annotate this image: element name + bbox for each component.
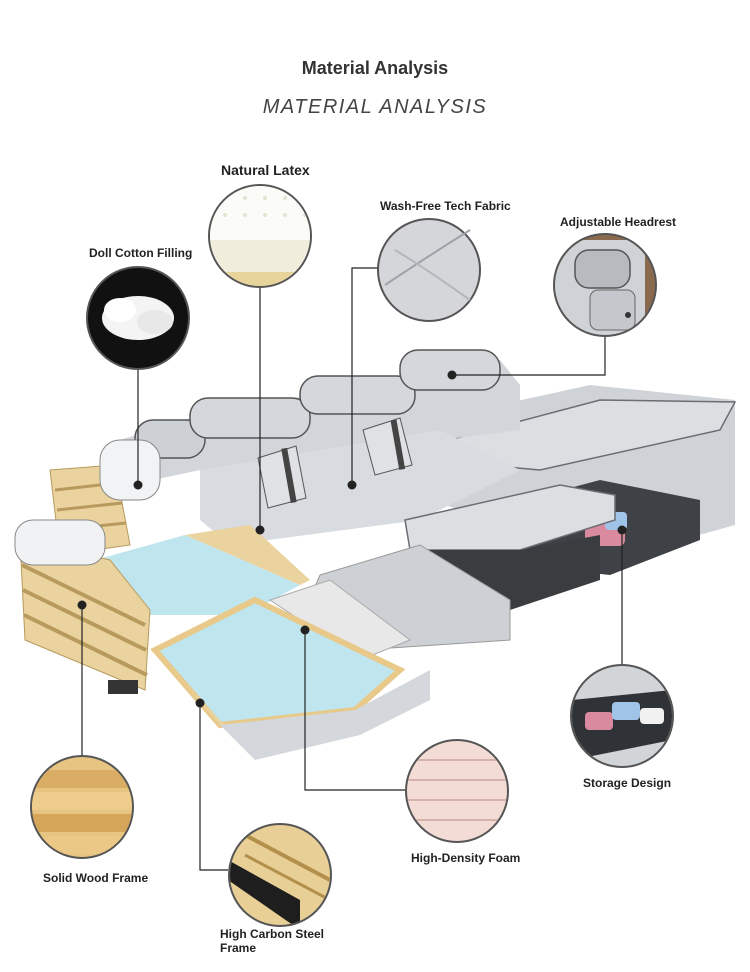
line-headrest — [452, 320, 606, 376]
label-adjustable-headrest: Adjustable Headrest — [560, 215, 677, 229]
headrest-4 — [399, 349, 501, 391]
line-wash-free — [351, 267, 378, 485]
leader-lines — [81, 267, 623, 871]
headrest-2 — [189, 397, 311, 439]
latex-bed-2 — [150, 596, 406, 729]
arm-cap-lower — [14, 519, 106, 566]
front-drawer-face — [220, 670, 430, 760]
line-foam — [304, 630, 405, 791]
line-steel — [199, 703, 228, 871]
latex-bed-1-edge — [185, 525, 310, 585]
sofa-back — [120, 360, 520, 485]
cotton-circle — [86, 266, 190, 370]
label-solid-wood-frame: Solid Wood Frame — [43, 871, 149, 885]
label-wash-free-fabric: Wash-Free Tech Fabric — [380, 199, 511, 213]
leader-dots — [77, 370, 627, 708]
label-high-density-foam: High-Density Foam — [411, 851, 521, 865]
arm-cap — [99, 439, 161, 501]
latex-circle — [208, 184, 312, 288]
label-storage-design: Storage Design — [583, 776, 672, 790]
storage-circle — [570, 664, 674, 768]
label-natural-latex: Natural Latex — [221, 162, 310, 178]
fabric-circle — [377, 218, 481, 322]
headrest-circle — [553, 233, 657, 337]
headrest-3 — [299, 375, 416, 415]
page-title: Material Analysis — [301, 58, 449, 78]
page-subtitle: MATERIAL ANALYSIS — [262, 96, 488, 118]
label-steel-frame-line2: Frame — [220, 941, 257, 955]
foam-circle — [405, 739, 509, 843]
latex-bed-1 — [95, 535, 300, 615]
steel-circle — [228, 823, 332, 927]
label-steel-frame-line1: High Carbon Steel — [220, 927, 325, 941]
wood-circle — [30, 755, 134, 859]
label-doll-cotton: Doll Cotton Filling — [89, 246, 193, 260]
